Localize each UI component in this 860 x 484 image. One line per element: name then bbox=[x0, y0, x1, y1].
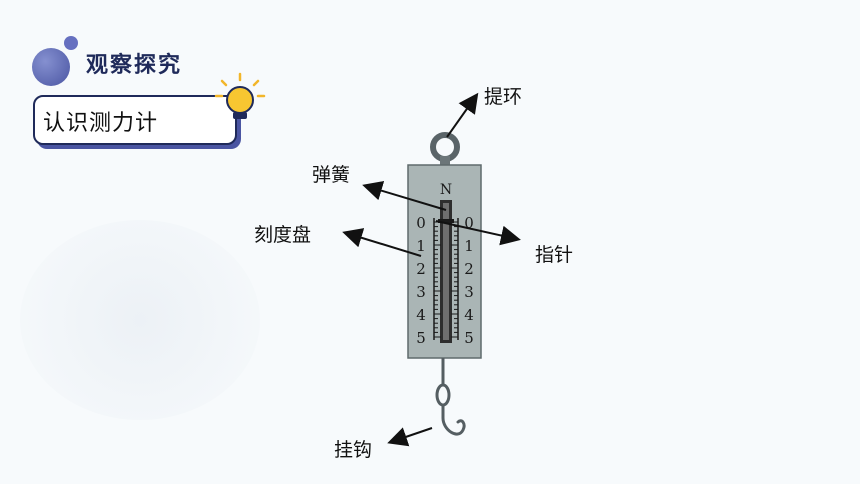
scale-number-right: 1 bbox=[464, 237, 474, 255]
label-dial: 刻度盘 bbox=[254, 224, 312, 246]
scale-number-left: 2 bbox=[416, 260, 426, 278]
pointer-arrow bbox=[435, 220, 521, 246]
bulb-icon bbox=[214, 72, 266, 119]
scale-number-right: 4 bbox=[464, 306, 474, 324]
dial-arrow bbox=[342, 228, 422, 257]
topic-box: 认识测力计 bbox=[33, 95, 237, 145]
decor-circle-small bbox=[64, 36, 78, 50]
decor-circle-large bbox=[32, 48, 70, 86]
unit-label: N bbox=[440, 182, 452, 198]
scale-number-right: 5 bbox=[464, 329, 474, 347]
lifting-ring bbox=[430, 132, 460, 166]
label-pointer: 指针 bbox=[535, 244, 574, 266]
hook-arrow bbox=[387, 427, 433, 447]
scale-number-left: 0 bbox=[416, 214, 426, 232]
background-glow bbox=[20, 220, 260, 420]
scale-number-right: 2 bbox=[464, 260, 474, 278]
scale-number-left: 5 bbox=[416, 329, 426, 347]
scale-number-left: 1 bbox=[416, 237, 426, 255]
pointer-marker bbox=[438, 219, 454, 223]
label-spring: 弹簧 bbox=[312, 164, 351, 186]
ring-arrow bbox=[446, 92, 479, 138]
spring-arrow bbox=[362, 181, 447, 211]
label-ring: 提环 bbox=[484, 86, 523, 108]
tick-marks bbox=[434, 221, 458, 338]
scale-number-left: 3 bbox=[416, 283, 426, 301]
hook bbox=[435, 358, 466, 436]
scale-number-left: 4 bbox=[416, 306, 426, 324]
scale-number-right: 0 bbox=[464, 214, 474, 232]
topic-label: 认识测力计 bbox=[43, 111, 159, 136]
spring bbox=[443, 203, 449, 340]
scale-number-right: 3 bbox=[464, 283, 474, 301]
label-hook: 挂钩 bbox=[334, 439, 373, 461]
section-title: 观察探究 bbox=[86, 53, 183, 78]
